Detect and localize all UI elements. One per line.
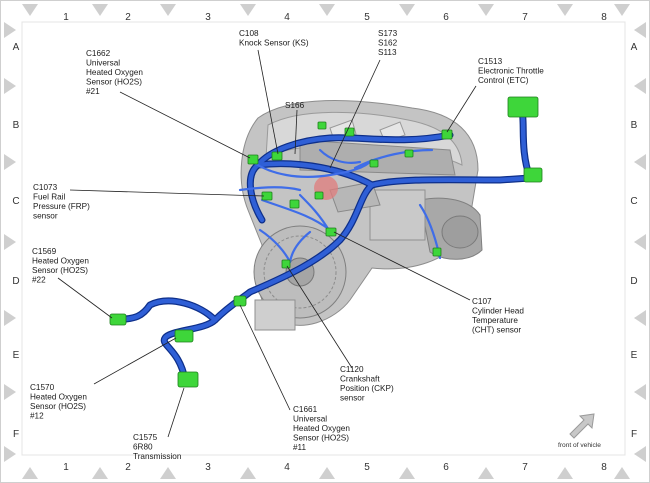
- connector-harness-e: [289, 199, 300, 209]
- grid-tick-top-icon: [557, 4, 573, 16]
- grid-tick-top-icon: [319, 4, 335, 16]
- grid-col-label-top: 7: [522, 12, 528, 23]
- grid-tick-right-icon: [634, 384, 646, 400]
- grid-row-label-left: A: [13, 42, 20, 53]
- grid-tick-left-icon: [4, 154, 16, 170]
- grid-col-label-bottom: 1: [63, 462, 69, 473]
- grid-tick-top-icon: [478, 4, 494, 16]
- connectors: [109, 96, 543, 388]
- grid-col-label-bottom: 4: [284, 462, 290, 473]
- grid-tick-right-icon: [634, 154, 646, 170]
- grid-tick-bottom-icon: [240, 467, 256, 479]
- grid-tick-right-icon: [634, 310, 646, 326]
- grid-tick-left-icon: [4, 234, 16, 250]
- grid-tick-bottom-icon: [557, 467, 573, 479]
- grid-col-label-bottom: 8: [601, 462, 607, 473]
- connector-c1662: [247, 154, 259, 165]
- grid-tick-right-icon: [634, 78, 646, 94]
- grid-tick-bottom-icon: [399, 467, 415, 479]
- front-arrow-icon: [569, 413, 595, 439]
- grid-row-label-right: C: [630, 196, 637, 207]
- grid-tick-left-icon: [4, 22, 16, 38]
- grid-tick-top-icon: [22, 4, 38, 16]
- grid-row-label-right: A: [631, 42, 638, 53]
- grid-row-label-left: D: [12, 276, 19, 287]
- grid-col-label-bottom: 7: [522, 462, 528, 473]
- grid-tick-top-icon: [240, 4, 256, 16]
- grid-tick-left-icon: [4, 78, 16, 94]
- callout-s166: S166: [285, 101, 305, 110]
- connector-harness-g: [314, 191, 324, 200]
- connector-c1569: [109, 313, 127, 326]
- grid-col-label-top: 3: [205, 12, 211, 23]
- grid-col-label-top: 6: [443, 12, 449, 23]
- grid-tick-right-icon: [634, 22, 646, 38]
- grid-row-label-left: B: [13, 120, 20, 131]
- grid-tick-bottom-icon: [22, 467, 38, 479]
- grid-col-label-bottom: 5: [364, 462, 370, 473]
- grid-tick-bottom-icon: [160, 467, 176, 479]
- connector-harness-h: [432, 247, 442, 257]
- grid-col-label-bottom: 2: [125, 462, 131, 473]
- grid-col-label-top: 2: [125, 12, 131, 23]
- connector-harness-a: [441, 129, 453, 140]
- grid-tick-top-icon: [399, 4, 415, 16]
- grid-tick-top-icon: [92, 4, 108, 16]
- grid-tick-bottom-icon: [614, 467, 630, 479]
- grid-row-label-left: E: [13, 350, 20, 361]
- grid-col-label-top: 8: [601, 12, 607, 23]
- grid-row-label-right: B: [631, 120, 638, 131]
- grid-row-label-right: D: [630, 276, 637, 287]
- connector-harness-c: [317, 121, 327, 130]
- grid-col-label-top: 4: [284, 12, 290, 23]
- grid-col-label-top: 5: [364, 12, 370, 23]
- grid-tick-bottom-icon: [478, 467, 494, 479]
- grid-tick-top-icon: [614, 4, 630, 16]
- grid-tick-left-icon: [4, 384, 16, 400]
- connector-c107: [325, 227, 337, 237]
- grid-row-label-left: F: [13, 429, 19, 440]
- grid-tick-left-icon: [4, 446, 16, 462]
- connector-c1120: [281, 259, 291, 269]
- wiring-harness: [114, 106, 534, 384]
- grid-row-label-left: C: [12, 196, 19, 207]
- grid-col-label-top: 1: [63, 12, 69, 23]
- connector-c1570: [174, 329, 194, 343]
- grid-row-label-right: F: [631, 429, 637, 440]
- front-of-vehicle-label: front of vehicle: [558, 442, 601, 449]
- connector-etc-inline: [523, 167, 543, 183]
- grid-tick-right-icon: [634, 234, 646, 250]
- leader-lines: [57, 49, 477, 438]
- grid-col-label-bottom: 6: [443, 462, 449, 473]
- grid-row-label-right: E: [631, 350, 638, 361]
- grid-col-label-bottom: 3: [205, 462, 211, 473]
- grid-tick-bottom-icon: [92, 467, 108, 479]
- connector-c108: [271, 151, 283, 161]
- grid-tick-right-icon: [634, 446, 646, 462]
- connector-harness-d: [404, 149, 414, 158]
- connector-c1575: [177, 371, 199, 388]
- grid-tick-left-icon: [4, 310, 16, 326]
- front-of-vehicle-marker: front of vehicle: [558, 413, 601, 449]
- grid-tick-bottom-icon: [319, 467, 335, 479]
- connector-c1661: [233, 295, 247, 307]
- connector-harness-f: [369, 159, 379, 168]
- connector-c1513: [507, 96, 539, 118]
- grid-tick-top-icon: [160, 4, 176, 16]
